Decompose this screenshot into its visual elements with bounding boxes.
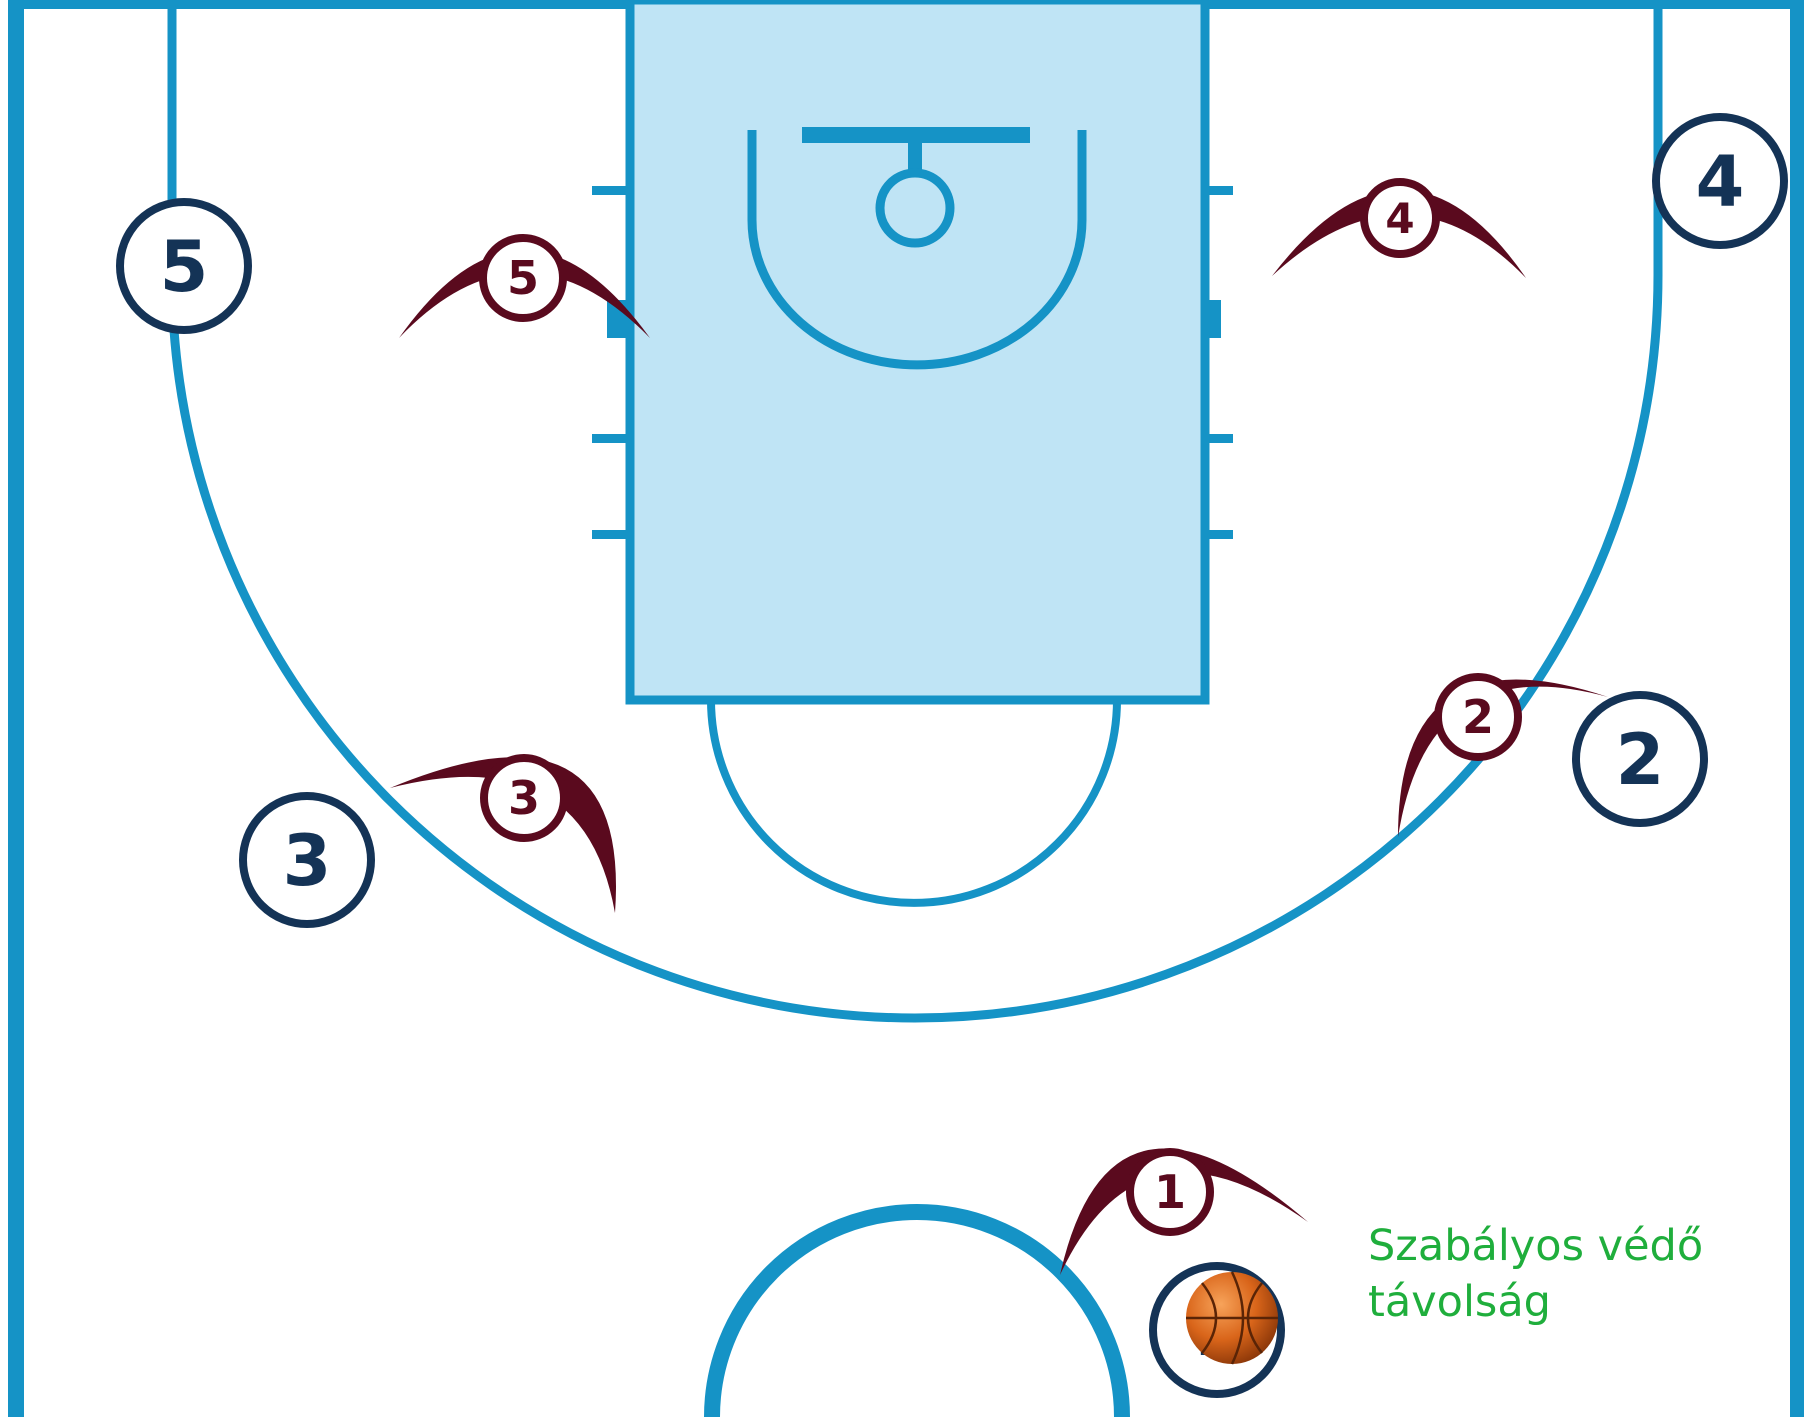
defender-label: 2 [1462,690,1494,744]
note-line-1: Szabályos védő [1368,1218,1703,1274]
offense-player-3[interactable]: 3 [243,796,371,924]
offense-label: 3 [283,820,332,902]
defender-4[interactable]: 4 [1272,182,1526,278]
offense-label: 4 [1696,141,1745,223]
backboard [802,127,1030,143]
defender-label: 5 [507,251,539,305]
offense-label: 5 [160,226,209,308]
defender-label: 4 [1385,194,1414,243]
center-circle [712,1212,1122,1417]
offense-player-5[interactable]: 5 [120,202,248,330]
offense-player-2[interactable]: 2 [1576,695,1704,823]
basketball-icon[interactable] [1186,1272,1278,1364]
defender-label: 3 [508,771,540,825]
defender-1[interactable]: 1 [1060,1148,1308,1275]
paint-key [630,0,1205,700]
defender-label: 1 [1154,1165,1186,1219]
offense-player-1[interactable]: 1 [1153,1266,1281,1394]
legal-defense-distance-note: Szabályos védő távolság [1368,1218,1703,1330]
offense-player-4[interactable]: 4 [1656,117,1784,245]
free-throw-circle [711,700,1117,903]
note-line-2: távolság [1368,1274,1703,1330]
offense-label: 2 [1616,719,1665,801]
